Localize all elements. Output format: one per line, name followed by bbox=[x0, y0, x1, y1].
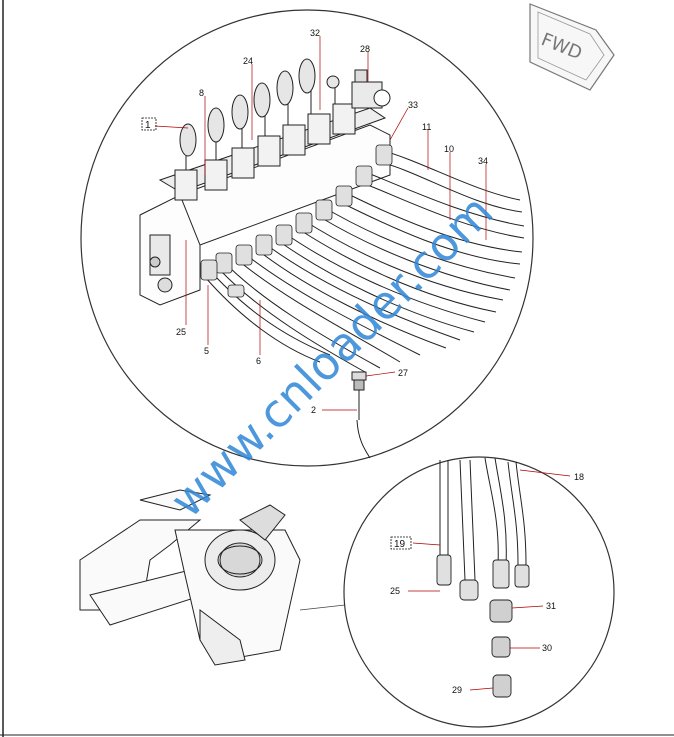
callout-19-box bbox=[390, 536, 412, 550]
callout-8: 8 bbox=[199, 88, 204, 98]
callout-30: 30 bbox=[542, 643, 552, 653]
callout-28: 28 bbox=[360, 44, 370, 54]
callout-33: 33 bbox=[408, 100, 418, 110]
detail-locator-circle bbox=[217, 545, 263, 575]
callout-31: 31 bbox=[546, 601, 556, 611]
loader-frame bbox=[79, 489, 301, 666]
callout-25-detail: 25 bbox=[390, 586, 400, 596]
callout-1: 1 bbox=[145, 120, 151, 131]
valve-detail-circle bbox=[80, 9, 534, 467]
callout-34: 34 bbox=[478, 156, 488, 166]
callout-19: 19 bbox=[394, 539, 406, 550]
detail-fittings bbox=[436, 554, 530, 698]
callout-27: 27 bbox=[398, 368, 408, 378]
callout-1-box bbox=[141, 117, 157, 131]
callout-2: 2 bbox=[311, 405, 316, 415]
hydraulic-hoses bbox=[204, 149, 525, 373]
callouts-detail: 18 19 25 31 30 29 bbox=[390, 472, 584, 695]
detail-leader-line bbox=[299, 604, 346, 611]
callout-10: 10 bbox=[444, 144, 454, 154]
fwd-direction-badge: FWD bbox=[529, 3, 615, 91]
callouts-top: 1 8 24 32 28 33 11 10 34 25 5 6 27 2 bbox=[141, 28, 488, 415]
callout-11: 11 bbox=[422, 122, 431, 132]
lever-handles bbox=[174, 58, 391, 201]
callout-18: 18 bbox=[574, 472, 584, 482]
callout-5: 5 bbox=[204, 346, 209, 356]
callout-24: 24 bbox=[243, 56, 253, 66]
callout-6: 6 bbox=[256, 356, 261, 366]
callout-leaders bbox=[154, 36, 571, 691]
fitting-detail-circle bbox=[343, 456, 615, 728]
hose-fittings bbox=[200, 144, 393, 298]
callout-32: 32 bbox=[310, 28, 320, 38]
callout-29: 29 bbox=[452, 685, 462, 695]
fitting-27 bbox=[351, 371, 371, 459]
callout-25-top: 25 bbox=[176, 327, 186, 337]
detail-hoses bbox=[439, 457, 527, 581]
